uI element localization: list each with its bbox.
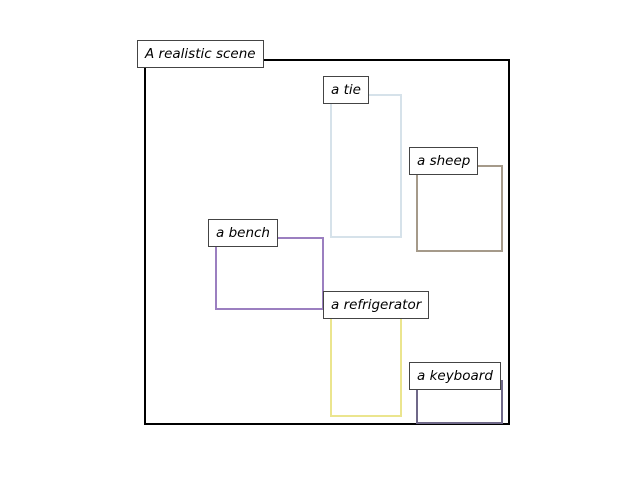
refrigerator-label: a refrigerator	[323, 291, 430, 319]
keyboard-label: a keyboard	[409, 362, 501, 390]
sheep-box	[416, 165, 503, 252]
bench-label: a bench	[208, 219, 278, 247]
scene-title-label: A realistic scene	[137, 40, 264, 68]
tie-box	[330, 94, 402, 238]
bench-box	[215, 237, 324, 310]
refrigerator-box	[330, 308, 402, 417]
sheep-label: a sheep	[409, 147, 479, 175]
scene-frame	[144, 59, 510, 425]
tie-label: a tie	[323, 76, 369, 104]
